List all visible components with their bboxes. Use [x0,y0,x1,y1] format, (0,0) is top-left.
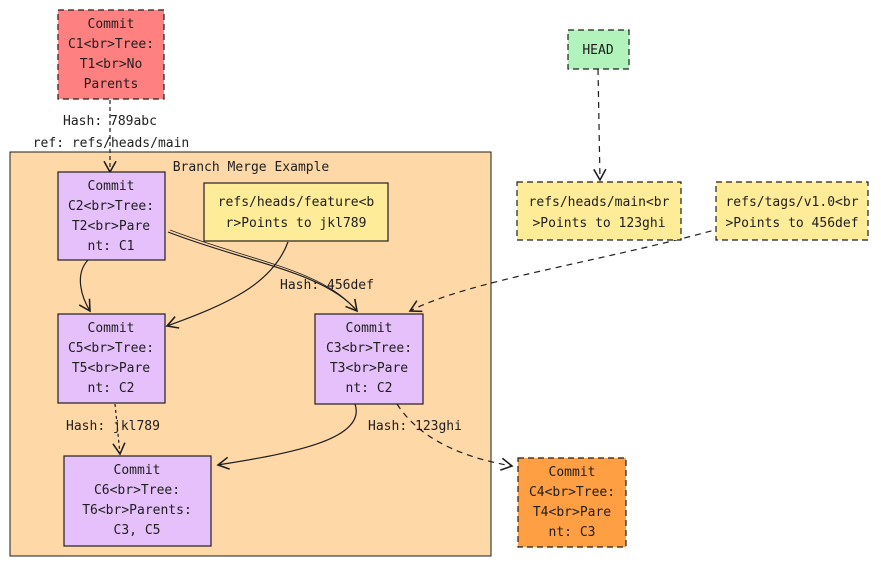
node-c3: Commit C3<br>Tree: T3<br>Pare nt: C2 [314,313,424,405]
svg-text:Commit: Commit [114,463,161,478]
node-tag-ref: refs/tags/v1.0<br >Points to 456def [715,181,869,241]
node-head: HEAD [567,29,630,70]
edge-c2-c3 [167,231,359,313]
svg-text:nt: C3: nt: C3 [549,525,596,540]
edge-label-hash-456def: Hash: 456def [280,278,374,293]
edge-c2-c3-sketch [169,229,355,309]
edge-label-hash-123ghi: Hash: 123ghi [368,419,462,434]
node-feature-ref: refs/heads/feature<b r>Points to jkl789 [203,182,389,242]
edge-label-ref-main: ref: refs/heads/main [33,136,190,151]
edge-tag-c3 [408,227,723,313]
svg-text:T1<br>No: T1<br>No [80,57,143,72]
edges [78,68,723,471]
node-c5: Commit C5<br>Tree: T5<br>Pare nt: C2 [57,313,166,404]
svg-text:T6<br>Parents:: T6<br>Parents: [82,503,192,518]
svg-text:nt: C1: nt: C1 [88,239,135,254]
svg-text:Parents: Parents [84,77,139,92]
node-c4: Commit C4<br>Tree: T4<br>Pare nt: C3 [517,457,627,548]
edge-c3-c4 [396,403,514,471]
edge-c2-c5 [78,259,91,313]
svg-text:nt: C2: nt: C2 [88,381,135,396]
svg-text:T5<br>Pare: T5<br>Pare [72,361,150,376]
group-label: Branch Merge Example [173,160,330,175]
svg-text:>Points to 456def: >Points to 456def [725,216,858,231]
svg-text:r>Points to jkl789: r>Points to jkl789 [226,216,367,231]
svg-text:nt: C2: nt: C2 [346,381,393,396]
svg-text:Commit: Commit [88,179,135,194]
svg-text:C4<br>Tree:: C4<br>Tree: [529,485,615,500]
edge-head-main-ref [593,68,607,182]
svg-text:C3, C5: C3, C5 [114,523,161,538]
node-c2: Commit C2<br>Tree: T2<br>Pare nt: C1 [57,171,166,261]
svg-text:refs/heads/main<br: refs/heads/main<br [529,195,670,210]
edge-feature-c5 [165,241,289,329]
svg-text:>Points to 123ghi: >Points to 123ghi [532,216,665,231]
svg-text:C6<br>Tree:: C6<br>Tree: [94,483,180,498]
edge-c5-c6 [112,403,126,456]
svg-text:Commit: Commit [88,321,135,336]
svg-text:Commit: Commit [549,465,596,480]
svg-text:C3<br>Tree:: C3<br>Tree: [326,341,412,356]
edge-c3-c6 [216,403,357,470]
edge-label-hash-789abc: Hash: 789abc [63,114,157,129]
svg-text:C1<br>Tree:: C1<br>Tree: [68,37,154,52]
svg-text:T3<br>Pare: T3<br>Pare [330,361,408,376]
svg-text:Commit: Commit [88,17,135,32]
svg-text:C2<br>Tree:: C2<br>Tree: [68,199,154,214]
svg-text:refs/heads/feature<b: refs/heads/feature<b [218,195,375,210]
edge-label-hash-jkl789: Hash: jkl789 [66,419,160,434]
svg-text:refs/tags/v1.0<br: refs/tags/v1.0<br [725,195,858,210]
node-c6: Commit C6<br>Tree: T6<br>Parents: C3, C5 [63,455,212,547]
svg-text:T4<br>Pare: T4<br>Pare [533,505,611,520]
svg-text:Commit: Commit [346,321,393,336]
svg-text:C5<br>Tree:: C5<br>Tree: [68,341,154,356]
svg-text:T2<br>Pare: T2<br>Pare [72,219,150,234]
node-main-ref: refs/heads/main<br >Points to 123ghi [516,181,682,241]
svg-text:HEAD: HEAD [582,43,613,58]
node-c1: Commit C1<br>Tree: T1<br>No Parents [57,9,165,100]
